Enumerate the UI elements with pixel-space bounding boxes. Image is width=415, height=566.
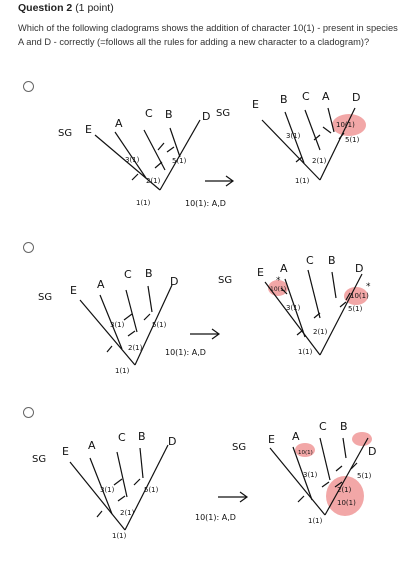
option-1-right-char-1: 1(1) bbox=[295, 177, 310, 185]
option-3-left-taxon-a: A bbox=[88, 439, 96, 452]
option-3-note: 10(1): A,D bbox=[195, 513, 236, 522]
option-2-asterisk-a: * bbox=[276, 276, 281, 286]
option-3-right-taxon-sg: SG bbox=[232, 442, 246, 453]
option-2-right-char-1: 1(1) bbox=[298, 348, 313, 356]
option-2-right-char-5: 5(1) bbox=[348, 305, 363, 313]
question-points: (1 point) bbox=[75, 2, 114, 14]
option-3-left-char-3: 3(1) bbox=[100, 486, 115, 494]
option-3-left-char-1: 1(1) bbox=[112, 532, 127, 540]
option-2-asterisk-d: * bbox=[366, 282, 371, 292]
option-3-right-char-10a: 10(1) bbox=[298, 450, 313, 456]
option-2-left-taxon-c: C bbox=[124, 268, 132, 281]
option-3-left-char-2: 2(1) bbox=[120, 509, 135, 517]
option-3-right-taxon-d: D bbox=[368, 445, 376, 458]
question-text: Which of the following cladograms shows … bbox=[18, 23, 398, 47]
option-2-left-char-3: 3(1) bbox=[110, 321, 125, 329]
option-1-left-char-3: 3(1) bbox=[125, 156, 140, 164]
option-2-right-taxon-d: D bbox=[355, 262, 363, 275]
option-1-right-char-10: 10(1) bbox=[336, 121, 355, 129]
option-2-right-char-3: 3(1) bbox=[286, 304, 301, 312]
option-2-left-taxon-b: B bbox=[145, 267, 153, 280]
option-2-left-char-2: 2(1) bbox=[128, 344, 143, 352]
question-header: Question 2 (1 point) bbox=[18, 2, 114, 14]
option-3-left-taxon-c: C bbox=[118, 431, 126, 444]
option-1-left-char-2: 2(1) bbox=[146, 177, 161, 185]
option-2-left-char-5: 5(1) bbox=[152, 321, 167, 329]
option-1-right-char-3: 3(1) bbox=[286, 132, 301, 140]
option-3-right-taxon-a: A bbox=[292, 430, 300, 443]
option-3-left-taxon-d: D bbox=[168, 435, 176, 448]
question-title: Question 2 bbox=[18, 2, 73, 14]
option-3-right-char-3: 3(1) bbox=[303, 471, 318, 479]
option-3-left-taxon-sg: SG bbox=[32, 454, 46, 465]
option-1-left-taxon-e: E bbox=[85, 123, 92, 136]
option-2-right-char-10a: 10(1) bbox=[270, 286, 286, 293]
option-1-left-taxon-b: B bbox=[165, 108, 173, 121]
option-1-right-taxon-sg: SG bbox=[216, 108, 230, 119]
option-1-left-char-1: 1(1) bbox=[136, 199, 151, 207]
option-1-note: 10(1): A,D bbox=[185, 199, 226, 208]
option-2-right-taxon-c: C bbox=[306, 254, 314, 267]
option-2-right-taxon-e: E bbox=[257, 266, 264, 279]
option-3-right-taxon-c: C bbox=[319, 420, 327, 433]
option-3-left-taxon-b: B bbox=[138, 430, 146, 443]
option-2-left-taxon-a: A bbox=[97, 278, 105, 291]
option-1-left-taxon-c: C bbox=[145, 107, 153, 120]
option-2-radio[interactable] bbox=[23, 242, 34, 253]
option-3-right-char-1: 1(1) bbox=[308, 517, 323, 525]
option-2-right-char-2: 2(1) bbox=[313, 328, 328, 336]
option-2-right-taxon-sg: SG bbox=[218, 275, 232, 286]
option-1-left-char-5: 5(1) bbox=[172, 157, 187, 165]
option-3-right-char-2: 2(1) bbox=[337, 486, 352, 494]
option-3-right-char-5: 5(1) bbox=[357, 472, 372, 480]
option-2-right-char-10b: 10(1) bbox=[350, 292, 369, 300]
option-3-right-taxon-e: E bbox=[268, 433, 275, 446]
option-2-left-taxon-e: E bbox=[70, 284, 77, 297]
option-3-left-char-5: 5(1) bbox=[144, 486, 159, 494]
option-2-right-taxon-a: A bbox=[280, 262, 288, 275]
option-3-radio[interactable] bbox=[23, 407, 34, 418]
option-3-right-taxon-b: B bbox=[340, 420, 348, 433]
option-1-right-char-5: 5(1) bbox=[345, 136, 360, 144]
option-2-left-taxon-sg: SG bbox=[38, 292, 52, 303]
option-1-right-taxon-b: B bbox=[280, 93, 288, 106]
option-1-right-taxon-c: C bbox=[302, 90, 310, 103]
option-1-left-taxon-a: A bbox=[115, 117, 123, 130]
option-2-right-taxon-b: B bbox=[328, 254, 336, 267]
option-1-right-taxon-d: D bbox=[352, 91, 360, 104]
option-1-left-taxon-sg: SG bbox=[58, 128, 72, 139]
option-1-right-taxon-e: E bbox=[252, 98, 259, 111]
option-1-right-taxon-a: A bbox=[322, 90, 330, 103]
option-3-right-char-10b: 10(1) bbox=[337, 499, 356, 507]
option-2-left-taxon-d: D bbox=[170, 275, 178, 288]
option-1-radio[interactable] bbox=[23, 81, 34, 92]
option-3-left-taxon-e: E bbox=[62, 445, 69, 458]
option-1-right-char-2: 2(1) bbox=[312, 157, 327, 165]
option-2-left-char-1: 1(1) bbox=[115, 367, 130, 375]
option-2-note: 10(1): A,D bbox=[165, 348, 206, 357]
option-1-left-taxon-d: D bbox=[202, 110, 210, 123]
